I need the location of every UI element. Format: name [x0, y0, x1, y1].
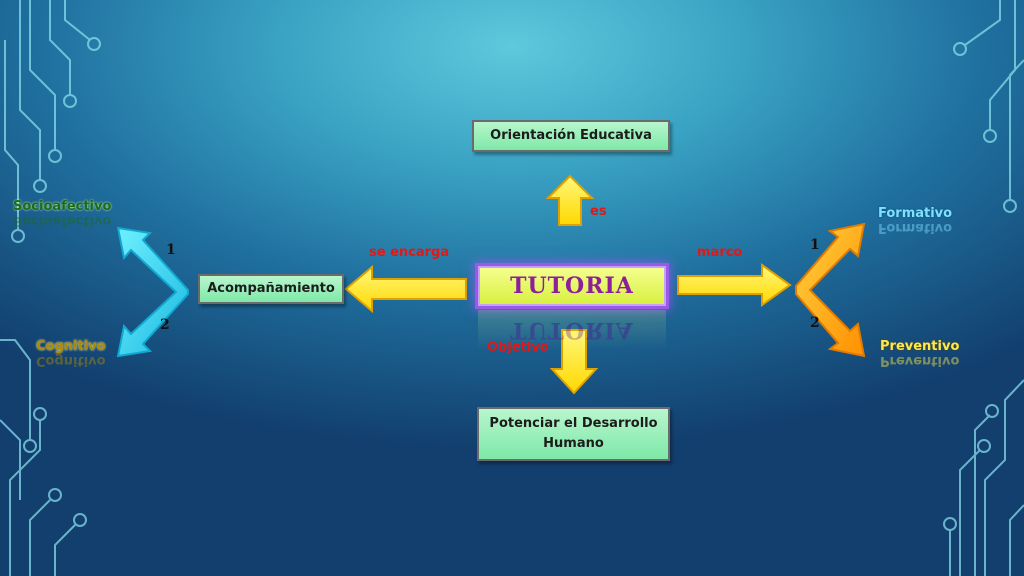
center-node-tutoria: TUTORIA — [475, 263, 669, 309]
connector-label-es: es — [590, 204, 607, 219]
arrow-down-objetivo — [549, 329, 599, 395]
circuit-decoration-left — [0, 0, 101, 576]
branch-label-cognitivo-reflection: Cognitivo — [36, 353, 106, 368]
connector-label-se-encarga: se encarga — [369, 245, 450, 260]
branch-left — [116, 226, 189, 358]
branch-label-socioafectivo: Socioafectivo — [13, 199, 112, 214]
branch-label-formativo: Formativo — [878, 206, 953, 221]
connector-label-objetivo: Objetivo — [487, 340, 549, 355]
node-orientacion-educativa: Orientación Educativa — [472, 120, 670, 152]
node-potenciar-desarrollo: Potenciar el Desarrollo Humano — [477, 407, 670, 461]
branch-right-number-1: 1 — [810, 237, 820, 253]
branch-label-formativo-reflection: Formativo — [878, 220, 953, 235]
branch-right-number-2: 2 — [810, 315, 820, 331]
branch-label-socioafectivo-reflection: Socioafectivo — [13, 213, 112, 228]
node-orientacion-educativa-label: Orientación Educativa — [490, 128, 652, 143]
center-node-label: TUTORIA — [510, 273, 634, 299]
arrow-up-es — [545, 174, 595, 226]
node-potenciar-desarrollo-label: Potenciar el Desarrollo Humano — [489, 416, 658, 451]
node-acompanamiento: Acompañamiento — [198, 274, 344, 304]
circuit-decoration-right — [943, 0, 1024, 576]
branch-label-preventivo: Preventivo — [880, 339, 960, 354]
branch-label-preventivo-reflection: Preventivo — [880, 353, 960, 368]
arrow-left-se-encarga — [344, 264, 467, 314]
branch-left-number-1: 1 — [166, 242, 176, 258]
branch-right — [795, 222, 866, 358]
node-acompanamiento-label: Acompañamiento — [207, 281, 335, 296]
connector-label-marco: marco — [697, 245, 743, 260]
arrow-right-marco — [677, 263, 792, 307]
branch-label-cognitivo: Cognitivo — [36, 339, 106, 354]
branch-left-number-2: 2 — [160, 317, 170, 333]
